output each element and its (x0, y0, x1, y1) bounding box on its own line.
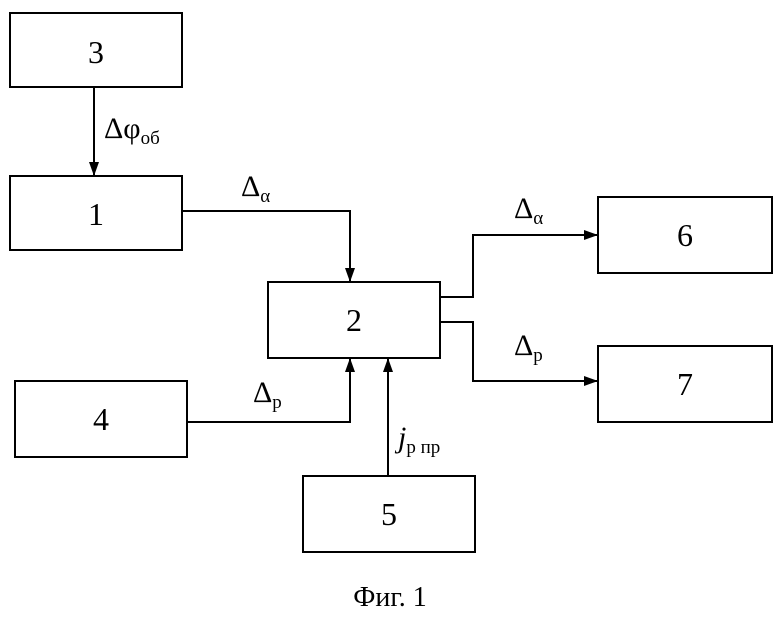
block-2-label: 2 (346, 302, 362, 338)
figure-caption: Фиг. 1 (353, 582, 426, 613)
block-3: 3 (10, 13, 182, 87)
block-7: 7 (598, 346, 772, 422)
block-7-label: 7 (677, 366, 693, 402)
signal-label-p-out: Δр (514, 329, 543, 366)
block-1: 1 (10, 176, 182, 250)
block-3-label: 3 (88, 34, 104, 70)
block-5: 5 (303, 476, 475, 552)
block-1-label: 1 (88, 196, 104, 232)
signal-label-phi-ob: Δφоб (104, 112, 160, 149)
signal-label-alpha-in: Δα (241, 170, 270, 207)
block-6: 6 (598, 197, 772, 273)
block-2: 2 (268, 282, 440, 358)
block-5-label: 5 (381, 496, 397, 532)
signal-label-j: jр пр (394, 421, 440, 458)
signal-label-p-in: Δр (253, 376, 282, 413)
arrow-1-to-2 (182, 211, 350, 281)
block-4-label: 4 (93, 401, 109, 437)
arrow-2-to-6 (440, 235, 597, 297)
block-4: 4 (15, 381, 187, 457)
signal-label-alpha-out: Δα (514, 192, 543, 229)
block-6-label: 6 (677, 217, 693, 253)
